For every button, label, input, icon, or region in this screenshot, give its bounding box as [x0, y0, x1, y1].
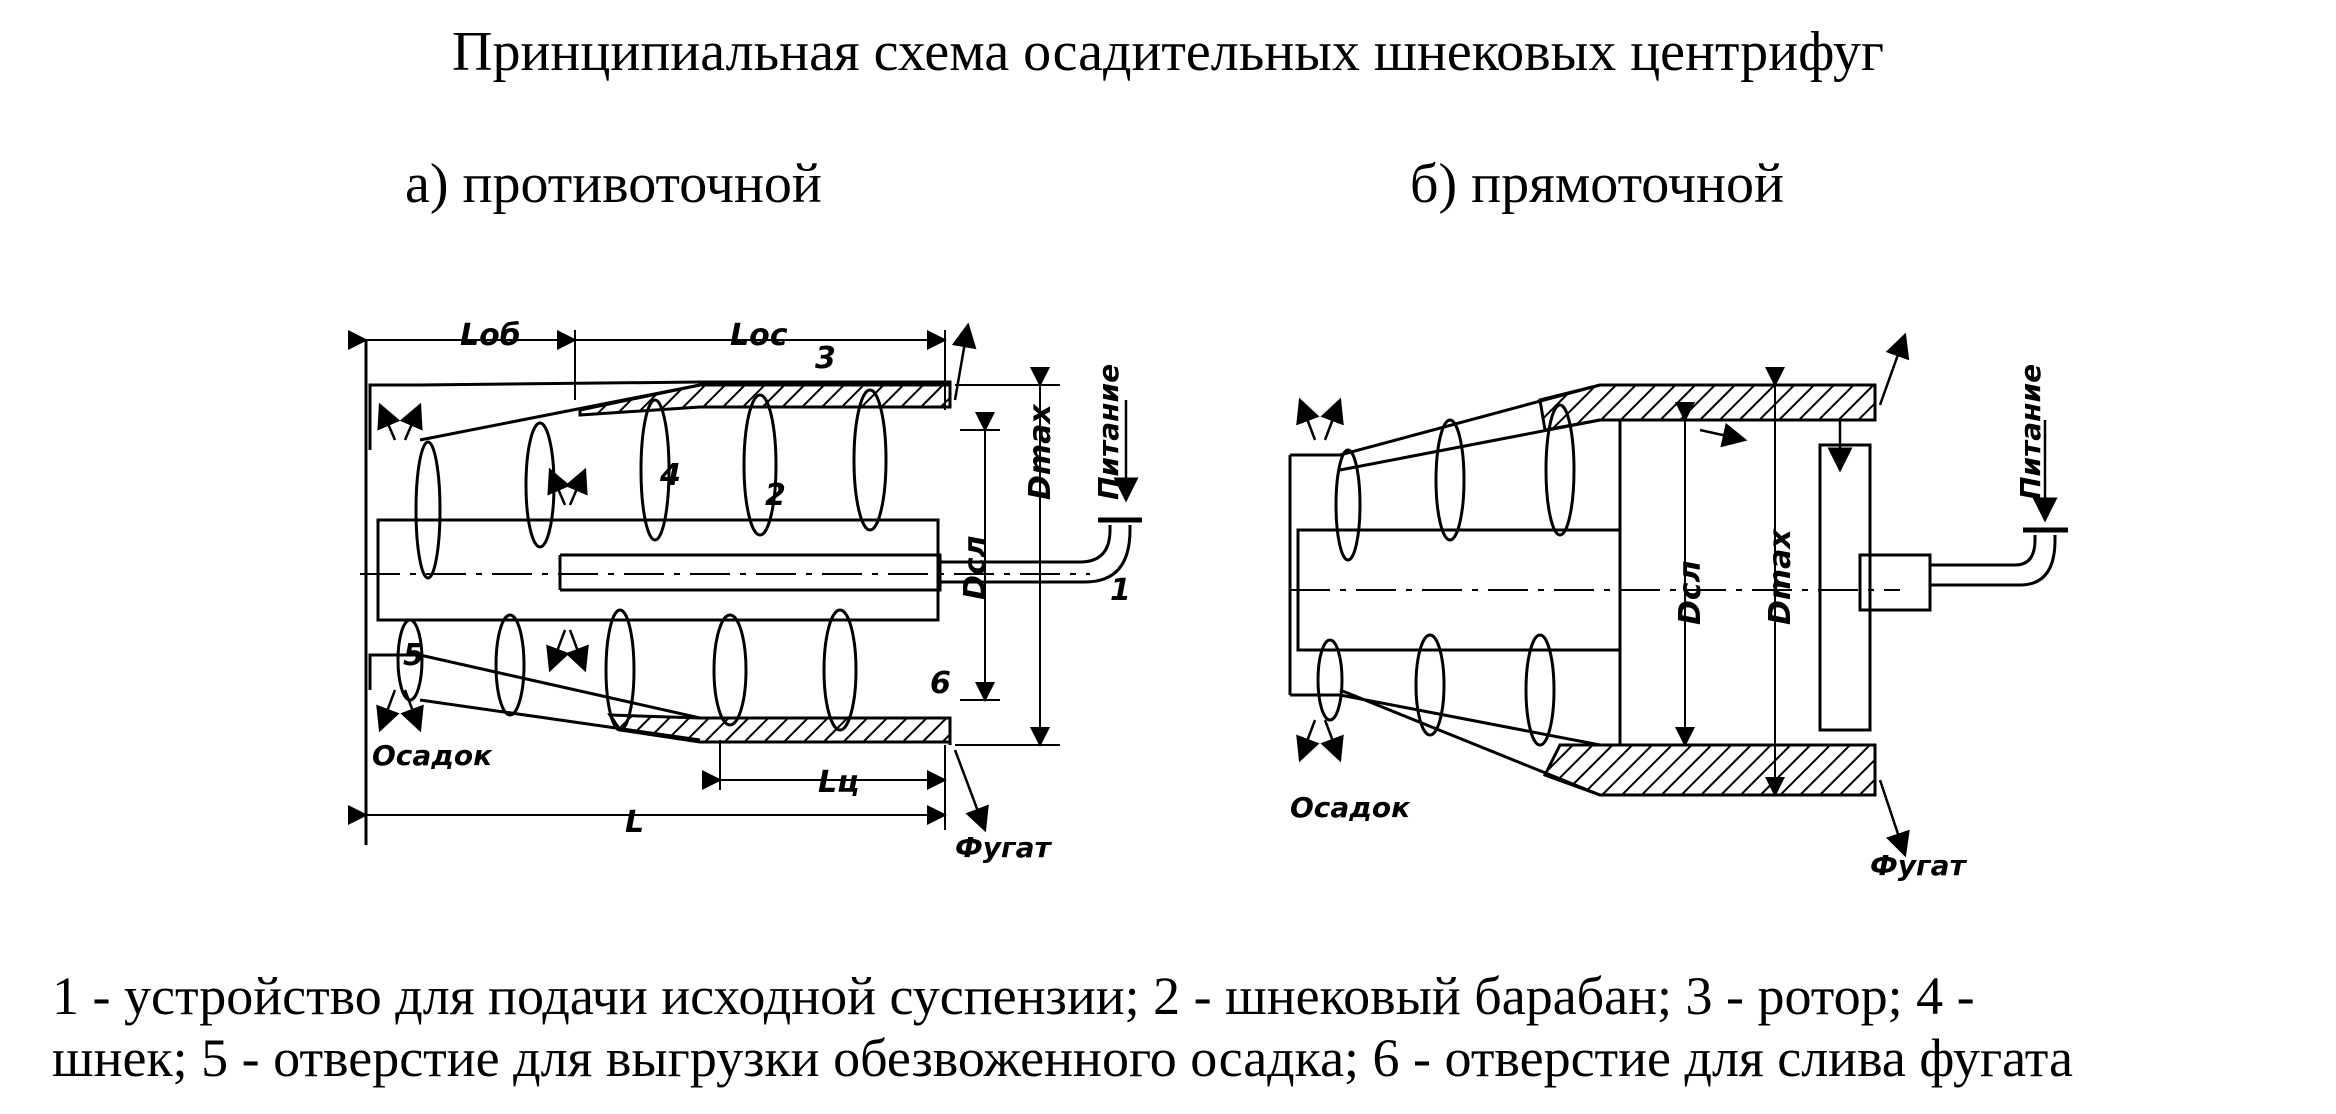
screw-flights-a [396, 388, 888, 732]
dim-l: L [625, 805, 644, 840]
dim-l-ob: Lоб [460, 318, 521, 353]
label-2: 2 [765, 478, 786, 513]
flow-arrows-b [1296, 332, 2058, 858]
diagram-a [348, 322, 1142, 845]
screw-drum-a [360, 518, 1090, 622]
label-sediment-a: Осадок [372, 739, 493, 772]
label-4: 4 [659, 458, 681, 493]
label-6: 6 [930, 666, 951, 701]
dim-d-cl-b: Dсл [1673, 560, 1708, 625]
label-fugate-a: Фугат [955, 831, 1053, 864]
dim-l-c: Lц [818, 765, 859, 800]
dim-d-max-b: Dmax [1763, 528, 1798, 625]
label-1: 1 [1110, 573, 1131, 608]
flow-arrows-a [376, 322, 1139, 833]
feed-pipe-b [1930, 527, 2068, 587]
screw-drum-b [1290, 420, 1932, 745]
legend-line-2: шнек; 5 - отверстие для выгрузки обезвож… [52, 1028, 2073, 1088]
legend: 1 - устройство для подачи исходной суспе… [52, 965, 2288, 1089]
dim-d-cl-a: Dсл [958, 535, 993, 600]
label-sediment-b: Осадок [1290, 791, 1411, 824]
rotor-b [1288, 383, 1877, 797]
dim-d-max-a: Dmax [1023, 403, 1058, 500]
screw-flights-b [1316, 403, 1576, 747]
label-feed-b: Питание [2014, 364, 2047, 500]
dimensions-a [348, 330, 1060, 830]
legend-line-1: 1 - устройство для подачи исходной суспе… [52, 966, 1975, 1026]
dim-l-oc: Lос [730, 318, 788, 353]
subtitle-cocurrent: б) прямоточной [1410, 153, 1784, 215]
label-feed-a: Питание [1092, 364, 1125, 500]
feed-pipe-a [940, 517, 1142, 584]
diagram-b [1288, 332, 2068, 858]
dimensions-b [1675, 367, 1785, 797]
diagram-b-labels: Dсл Dmax Питание Осадок Фугат [1290, 364, 2047, 882]
diagram-title: Принципиальная схема осадительных шнеков… [452, 21, 1884, 83]
subtitle-countercurrent: а) противоточной [405, 153, 822, 215]
diagram-a-labels: Lоб Lос L Lц Dсл Dmax 1 2 3 4 5 6 Питани… [372, 318, 1131, 864]
label-5: 5 [403, 638, 424, 673]
label-3: 3 [815, 341, 836, 376]
label-fugate-b: Фугат [1870, 849, 1968, 882]
